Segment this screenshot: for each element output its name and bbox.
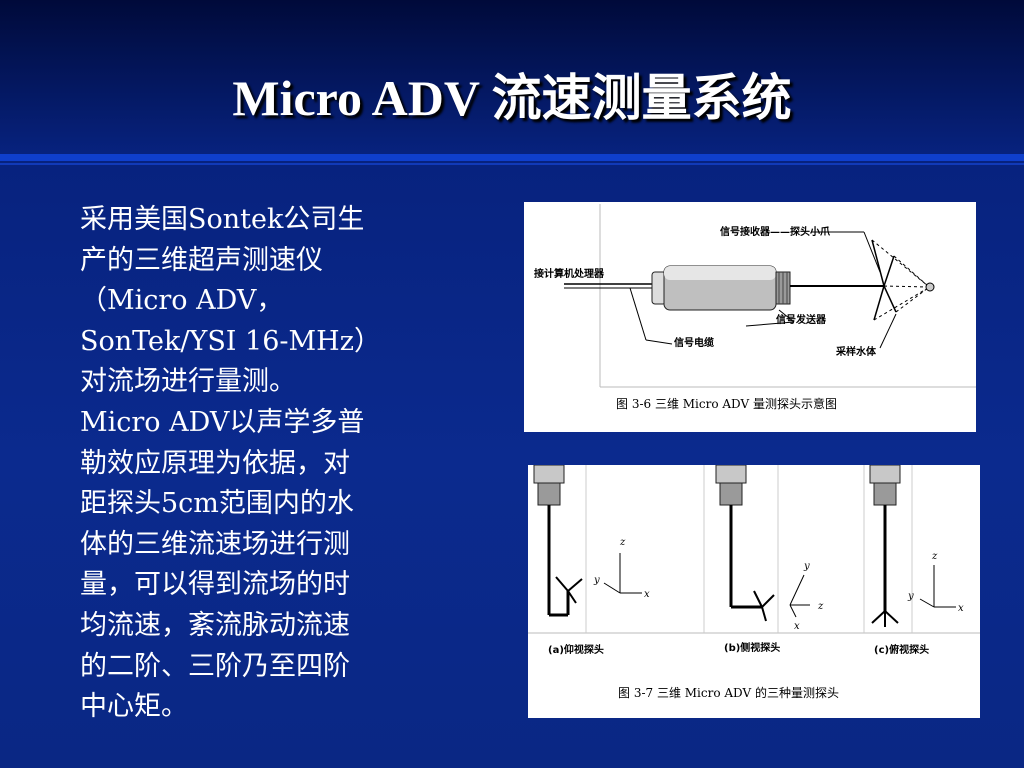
axis-y-label: y (803, 561, 810, 572)
body-line: 产的三维超声测速仪 (80, 244, 323, 276)
body-line: 采用美国Sontek公司生 (80, 204, 365, 235)
title-divider (0, 154, 1024, 161)
sample-volume-label: 采样水体 (835, 345, 877, 358)
axis-y-label: y (593, 575, 600, 586)
body-line: 距探头5cm范围内的水 (80, 488, 354, 520)
probe-b-label: (b)侧视探头 (724, 641, 780, 654)
probe-types-figure: z x y y z x z x y (a)仰视探头 (b)侧视探头 (c)俯 (528, 465, 980, 718)
computer-label: 接计算机处理器 (534, 267, 605, 280)
body-line: 勒效应原理为依据，对 (80, 447, 350, 479)
body-line: 量，可以得到流场的时 (80, 569, 350, 601)
transmitter-label: 信号发送器 (776, 313, 827, 326)
title-divider-thin (0, 163, 1024, 165)
figure2-caption: 图 3-7 三维 Micro ADV 的三种量测探头 (618, 685, 839, 700)
probe-c-label: (c)俯视探头 (874, 643, 929, 656)
body-line: 体的三维流速场进行测 (80, 528, 350, 560)
axis-y-label: y (907, 591, 914, 602)
axis-x-label: x (958, 603, 964, 614)
axis-z-label: z (931, 551, 938, 562)
body-line: 均流速，紊流脉动流速 (80, 609, 350, 641)
probe-schematic-drawing: 信号接收器——探头小爪 接计算机处理器 信号发送器 信号电缆 采样水体 图 3-… (534, 204, 976, 411)
figure1-caption: 图 3-6 三维 Micro ADV 量测探头示意图 (616, 396, 837, 411)
probe-types-drawing: z x y y z x z x y (a)仰视探头 (b)侧视探头 (c)俯 (528, 465, 980, 700)
axis-x-label: x (794, 621, 800, 632)
body-line: 对流场进行量测。 (80, 366, 296, 398)
axis-z-label: z (817, 601, 824, 612)
body-line: SonTek/YSI 16-MHz） (80, 325, 381, 357)
slide-title: Micro ADV 流速测量系统 (232, 70, 792, 126)
body-line: （Micro ADV， (80, 285, 284, 317)
receiver-label: 信号接收器——探头小爪 (720, 225, 831, 238)
axis-x-label: x (644, 589, 650, 600)
body-line: Micro ADV以声学多普 (80, 406, 365, 438)
axis-z-label: z (619, 537, 626, 548)
probe-schematic-figure: 信号接收器——探头小爪 接计算机处理器 信号发送器 信号电缆 采样水体 图 3-… (524, 202, 976, 432)
body-line: 的二阶、三阶乃至四阶 (80, 650, 350, 682)
cable-label: 信号电缆 (674, 336, 714, 349)
body-line: 中心矩。 (80, 691, 188, 723)
probe-a-label: (a)仰视探头 (548, 643, 604, 656)
body-text: 采用美国Sontek公司生 产的三维超声测速仪 （Micro ADV， SonT… (80, 200, 430, 728)
